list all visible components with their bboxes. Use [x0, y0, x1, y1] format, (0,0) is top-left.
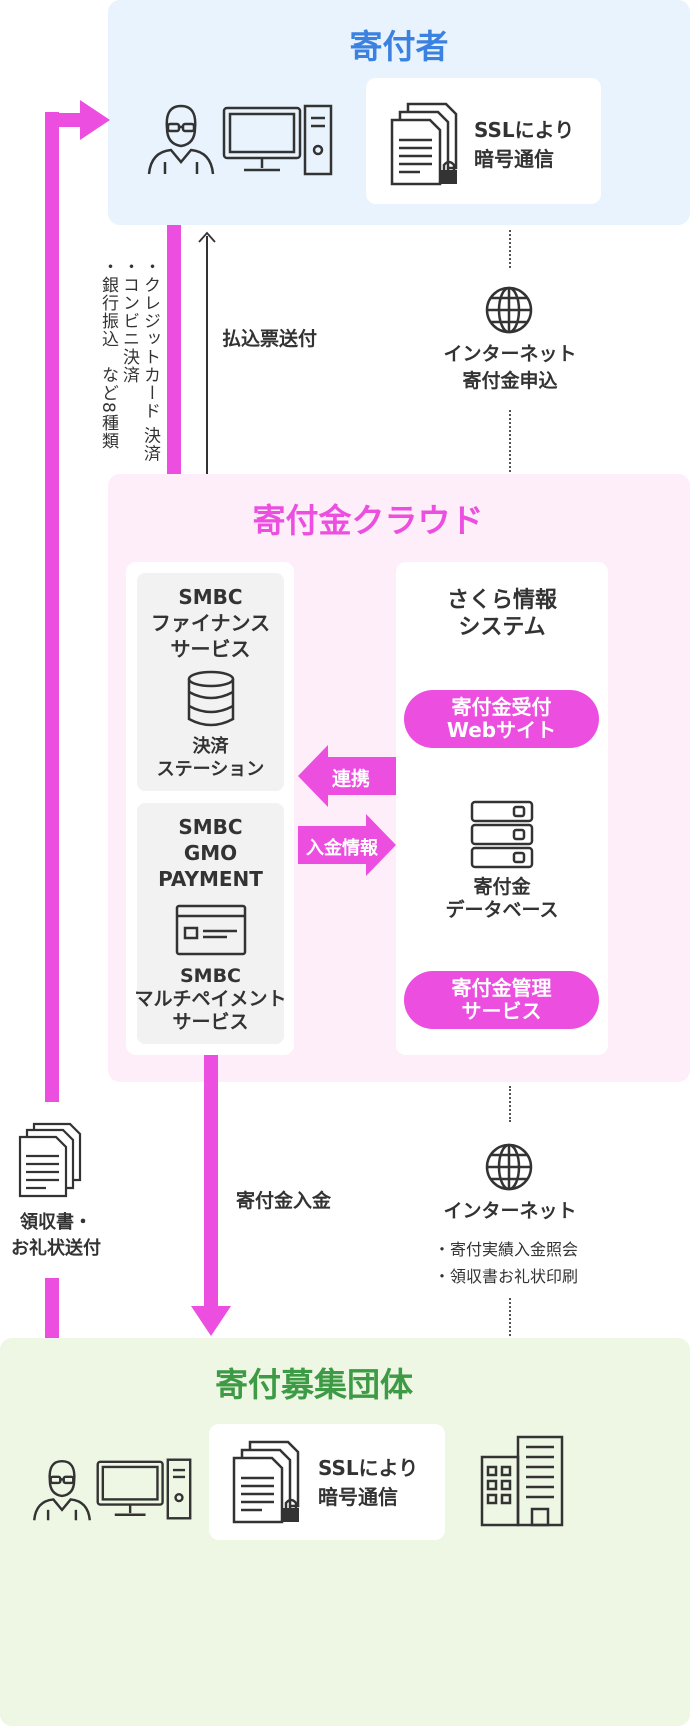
- building-icon: [480, 1435, 564, 1527]
- database-line2: データベース: [445, 899, 559, 921]
- org-title: 寄付募集団体: [215, 1365, 413, 1404]
- internet-bottom-item-1: ・寄付実績入金照会: [434, 1240, 579, 1259]
- receipt-label-line2: お礼状送付: [11, 1238, 101, 1259]
- database-icon: [187, 670, 235, 727]
- pc-tower-icon: [303, 104, 333, 176]
- web-site-pill-line2: Webサイト: [446, 718, 557, 742]
- slip-flow-arrowhead: [198, 231, 216, 243]
- deposit-info-arrow: [298, 814, 396, 876]
- pay-method-1: ・クレジットカード 決済: [140, 258, 160, 463]
- smbc-gmo-line3: PAYMENT: [158, 867, 263, 891]
- internet-top-dotline-upper: [509, 230, 511, 268]
- link-label: 連携: [332, 768, 371, 790]
- settlement-line1: 決済: [192, 736, 229, 757]
- slip-label: 払込票送付: [222, 328, 318, 350]
- pay-method-3: ・銀行振込 など8種類: [98, 258, 118, 450]
- org-person-icon: [32, 1459, 92, 1521]
- smbc-gmo-line1: SMBC: [178, 815, 243, 839]
- multipay-line1: SMBC: [179, 965, 242, 987]
- manage-pill-line1: 寄付金管理: [451, 976, 552, 1000]
- sakura-line2: システム: [458, 615, 546, 640]
- server-icon: [470, 800, 534, 869]
- receipt-flow-line-horizontal: [45, 113, 85, 127]
- receipt-arrowhead: [80, 100, 110, 140]
- person-icon: [147, 104, 215, 175]
- donor-ssl-line2: 暗号通信: [474, 147, 554, 171]
- cloud-title: 寄付金クラウド: [252, 501, 484, 540]
- smbc-finance-line2: ファイナンス: [150, 611, 271, 635]
- card-icon: [175, 904, 247, 956]
- donor-title: 寄付者: [349, 27, 449, 66]
- smbc-finance-box: [137, 573, 284, 791]
- link-arrow: [298, 745, 396, 807]
- web-site-pill[interactable]: 寄付金受付 Webサイト: [404, 690, 599, 748]
- smbc-gmo-line2: GMO: [183, 841, 238, 865]
- smbc-finance-line1: SMBC: [178, 585, 243, 609]
- smbc-gmo-box: [137, 803, 284, 1044]
- org-ssl-line1: SSLにより: [318, 1456, 419, 1480]
- internet-top-line1: インターネット: [443, 343, 577, 365]
- receipt-flow-line-lower: [45, 1278, 59, 1338]
- deposit-flow-arrowhead: [191, 1306, 231, 1336]
- internet-bottom-item-2: ・領収書お礼状印刷: [434, 1267, 579, 1286]
- sakura-line1: さくら情報: [446, 588, 557, 613]
- internet-bottom-title: インターネット: [443, 1200, 577, 1222]
- monitor-icon: [222, 106, 302, 172]
- internet-top-dotline-lower: [509, 410, 511, 472]
- web-site-pill-line1: 寄付金受付: [451, 695, 552, 719]
- receipt-flow-line-upper: [45, 112, 59, 1102]
- org-encrypted-document-icon: [232, 1440, 300, 1524]
- globe-icon-bottom: [485, 1143, 533, 1191]
- receipt-document-icon: [18, 1122, 82, 1198]
- donor-ssl-line1: SSLにより: [474, 118, 575, 142]
- settlement-line2: ステーション: [156, 759, 265, 780]
- internet-bottom-dotline-upper: [509, 1086, 511, 1122]
- deposit-info-label: 入金情報: [306, 838, 378, 859]
- slip-flow-line: [206, 236, 208, 474]
- org-pc-tower-icon: [166, 1458, 192, 1520]
- database-line1: 寄付金: [473, 876, 531, 898]
- multipay-line2: マルチペイメント: [134, 988, 287, 1010]
- payment-flow-line: [167, 225, 181, 535]
- deposit-label: 寄付金入金: [236, 1190, 332, 1212]
- receipt-label-line1: 領収書・: [20, 1212, 92, 1233]
- multipay-line3: サービス: [172, 1011, 249, 1033]
- manage-service-pill[interactable]: 寄付金管理 サービス: [404, 971, 599, 1029]
- internet-bottom-dotline-lower: [509, 1298, 511, 1336]
- internet-top-line2: 寄付金申込: [462, 370, 558, 392]
- deposit-flow-line: [204, 1055, 218, 1311]
- pay-method-2: ・コンビニ決済: [119, 258, 139, 384]
- org-ssl-line2: 暗号通信: [318, 1485, 398, 1509]
- encrypted-document-icon: [390, 102, 458, 186]
- globe-icon-top: [485, 286, 533, 334]
- org-monitor-icon: [96, 1460, 164, 1516]
- manage-pill-line2: サービス: [461, 999, 542, 1023]
- smbc-finance-line3: サービス: [170, 637, 251, 661]
